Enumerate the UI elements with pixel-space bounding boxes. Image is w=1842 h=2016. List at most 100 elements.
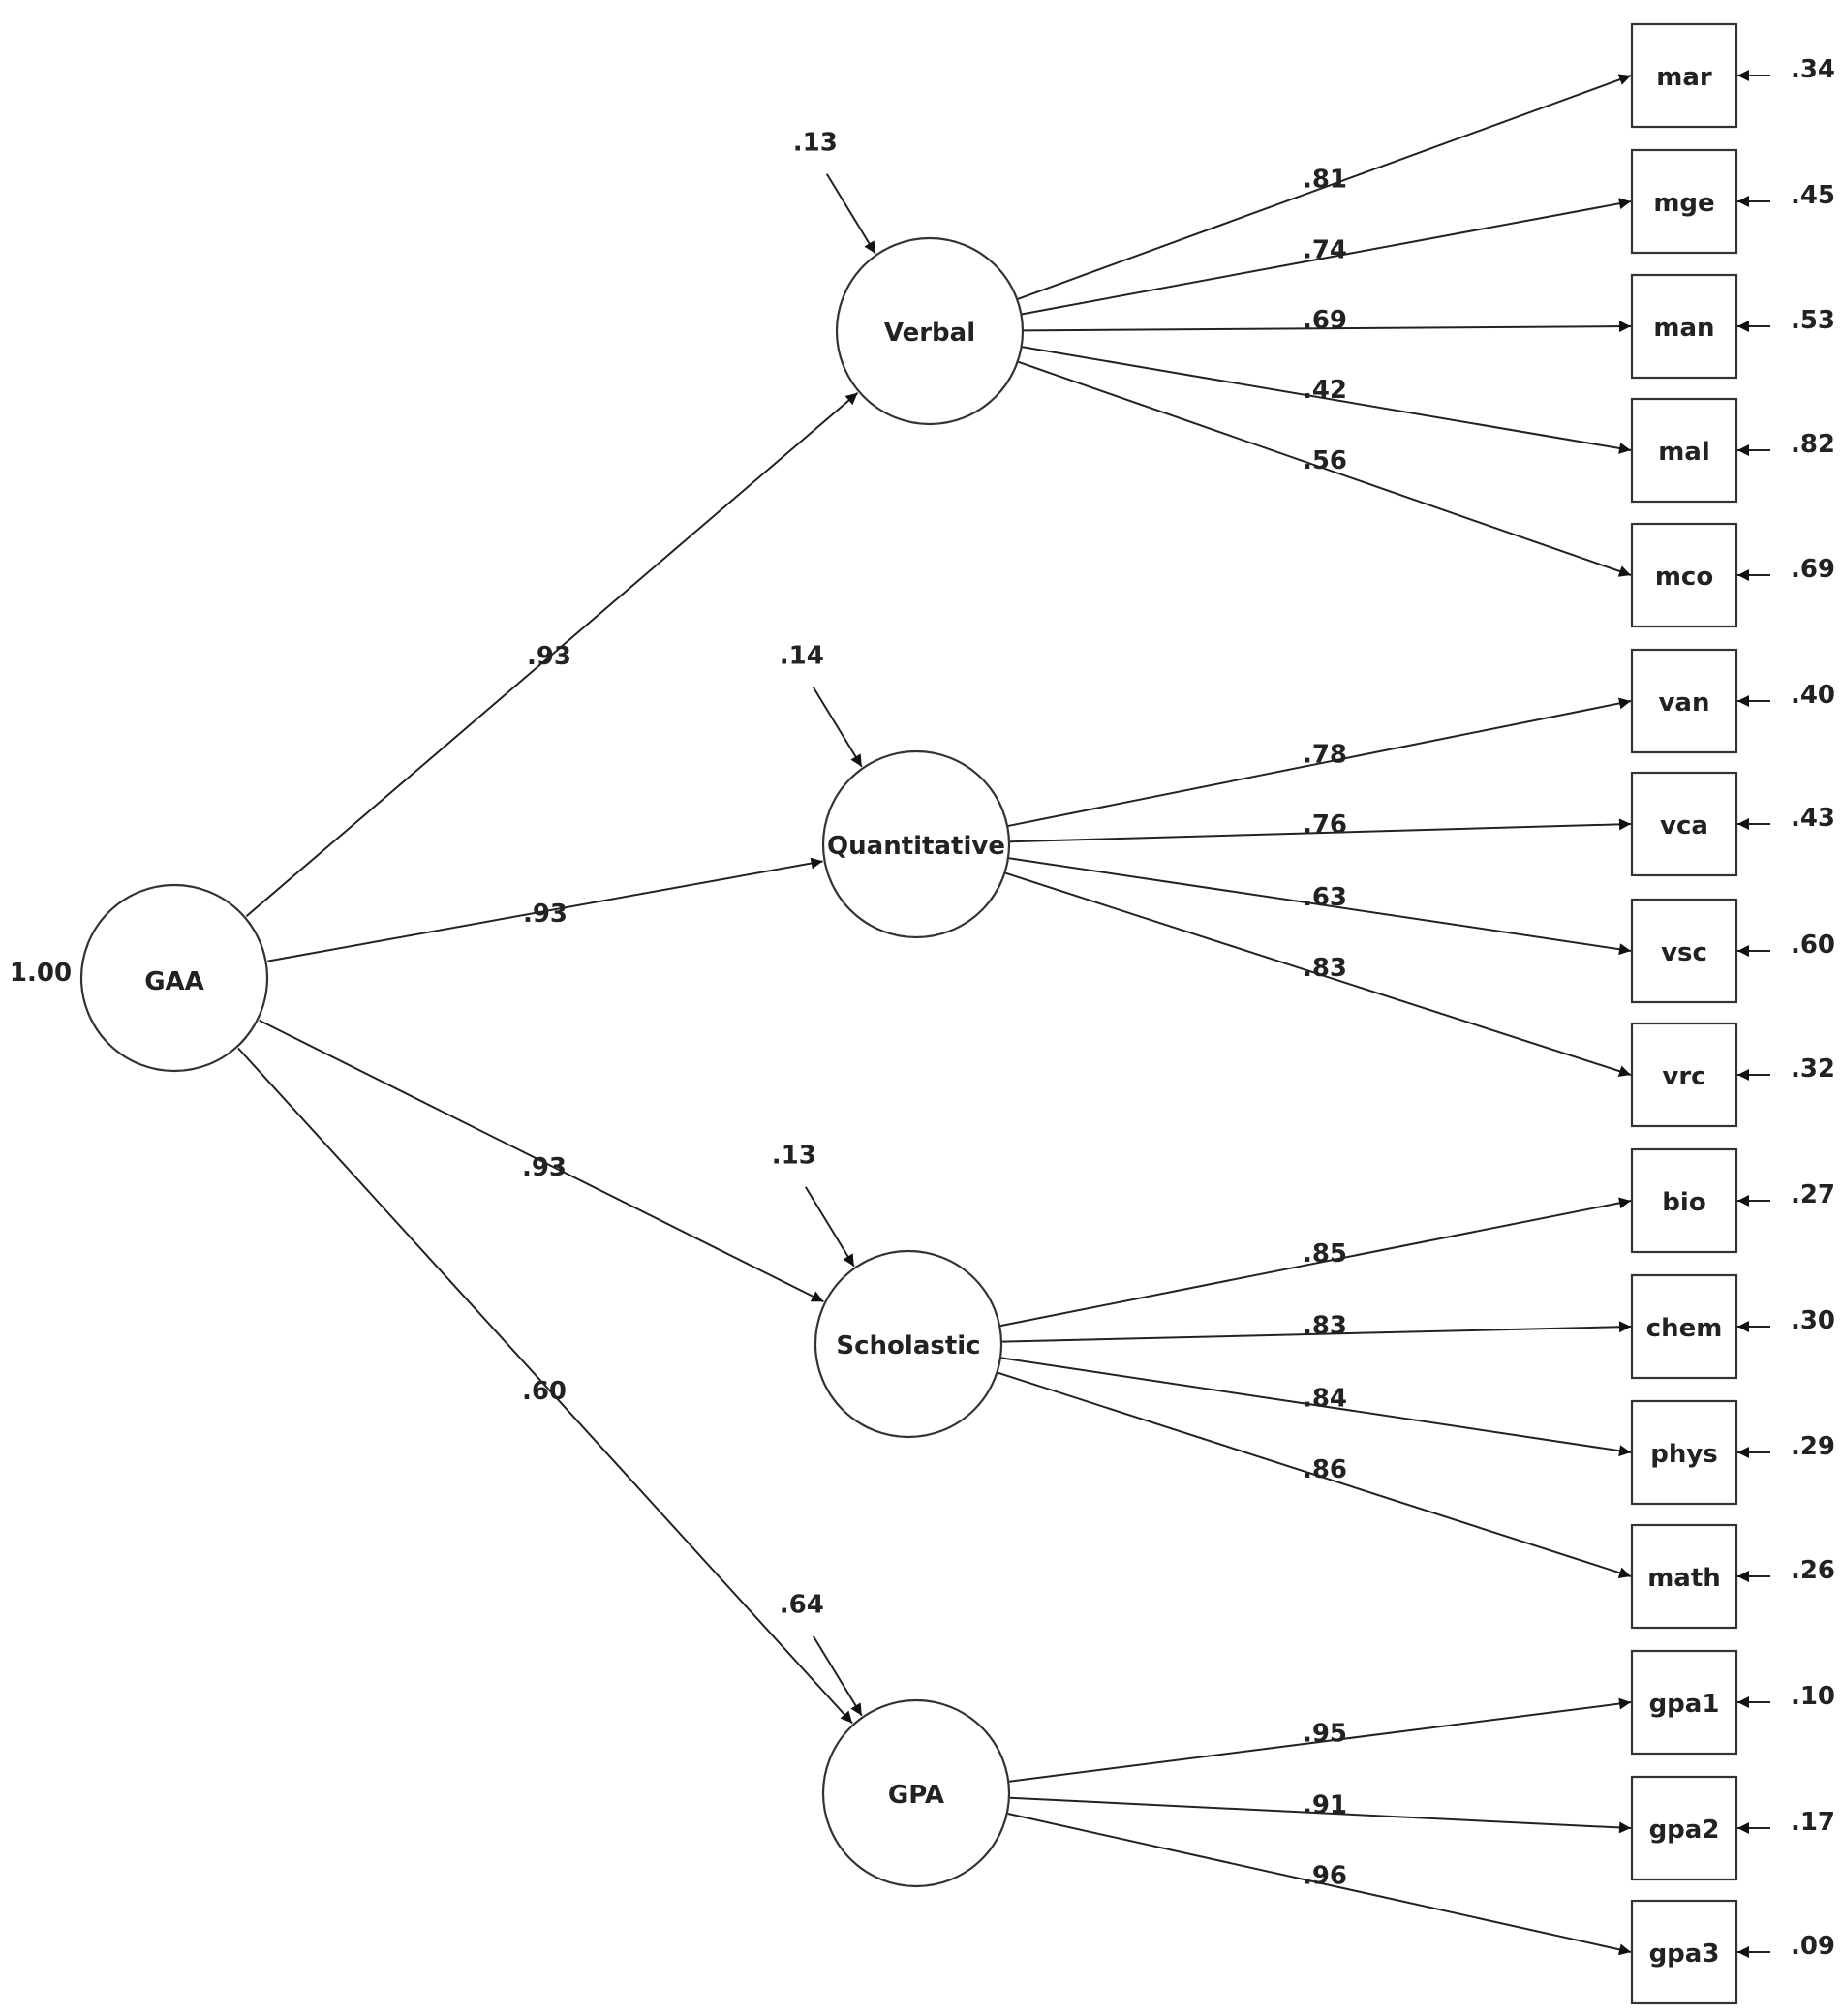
verbal-disturbance: .13 <box>793 129 838 158</box>
indicator-label-mge: mge <box>1653 189 1714 218</box>
indicator-box-mar <box>1630 22 1738 129</box>
indicator-box-phys <box>1630 1399 1738 1506</box>
edge-verbal-to-mar <box>1017 74 1632 300</box>
scholastic-disturbance: .13 <box>772 1142 816 1171</box>
gpa-label: GPA <box>888 1781 944 1810</box>
error-gpa3: .09 <box>1791 1932 1835 1961</box>
indicator-label-gpa2: gpa2 <box>1649 1816 1720 1845</box>
indicator-label-vsc: vsc <box>1661 938 1707 967</box>
indicator-label-gpa1: gpa1 <box>1649 1690 1720 1719</box>
indicator-box-gpa3 <box>1630 1899 1738 2005</box>
error-van: .40 <box>1791 681 1835 710</box>
indicator-box-man <box>1630 273 1738 380</box>
gpa-latent-node <box>821 1698 1011 1888</box>
error-gpa1: .10 <box>1791 1682 1835 1711</box>
indicator-label-bio: bio <box>1662 1188 1705 1217</box>
indicator-box-bio <box>1630 1147 1738 1254</box>
loading-gaa-quantitative: .93 <box>523 900 568 929</box>
indicator-box-vrc <box>1630 1022 1738 1128</box>
loading-man: .69 <box>1303 306 1347 335</box>
indicator-label-van: van <box>1658 688 1709 718</box>
edges-layer <box>237 70 1770 1958</box>
edge-quantitative-to-vca <box>1009 818 1632 843</box>
loading-van: .78 <box>1303 740 1347 769</box>
edge-gpa-to-gpa1 <box>1009 1697 1632 1783</box>
error-gpa2: .17 <box>1791 1808 1835 1837</box>
edge-gaa-to-verbal <box>245 391 859 918</box>
indicator-label-man: man <box>1653 314 1714 343</box>
quantitative-latent-node <box>821 749 1011 939</box>
scholastic-label: Scholastic <box>836 1331 980 1360</box>
indicator-label-mal: mal <box>1658 438 1710 467</box>
loading-bio: .85 <box>1303 1239 1347 1268</box>
indicator-box-van <box>1630 648 1738 754</box>
labels-layer: GAA1.00.93.93.93.60Verbal.13Quantitative… <box>10 55 1835 1969</box>
error-vrc: .32 <box>1791 1054 1835 1084</box>
scholastic-disturbance-arrow <box>804 1186 855 1268</box>
edge-gaa-to-gpa <box>237 1047 853 1725</box>
error-mal: .82 <box>1791 430 1835 459</box>
loading-math: .86 <box>1303 1455 1347 1484</box>
indicator-label-vca: vca <box>1660 811 1708 840</box>
error-math: .26 <box>1791 1556 1835 1585</box>
edge-verbal-to-man <box>1023 321 1632 333</box>
indicator-box-gpa1 <box>1630 1649 1738 1756</box>
indicator-box-gpa2 <box>1630 1775 1738 1881</box>
gpa-disturbance: .64 <box>780 1591 824 1620</box>
loading-gpa2: .91 <box>1303 1791 1347 1820</box>
indicator-box-mco <box>1630 522 1738 628</box>
indicator-box-mal <box>1630 397 1738 504</box>
edge-gpa-to-gpa2 <box>1009 1796 1632 1834</box>
loading-mge: .74 <box>1303 236 1347 265</box>
verbal-disturbance-arrow <box>825 173 876 255</box>
edge-quantitative-to-van <box>1007 697 1632 827</box>
indicator-box-vsc <box>1630 898 1738 1004</box>
loading-vrc: .83 <box>1303 954 1347 983</box>
edge-quantitative-to-vsc <box>1008 857 1632 956</box>
edge-verbal-to-mal <box>1022 346 1632 454</box>
edge-scholastic-to-phys <box>1000 1357 1632 1457</box>
error-phys: .29 <box>1791 1432 1835 1461</box>
verbal-latent-node <box>835 236 1025 426</box>
error-mco: .69 <box>1791 555 1835 584</box>
gaa-variance: 1.00 <box>10 959 72 988</box>
loading-mco: .56 <box>1303 446 1347 475</box>
quantitative-disturbance: .14 <box>780 642 824 671</box>
edge-verbal-to-mge <box>1022 198 1632 316</box>
error-bio: .27 <box>1791 1180 1835 1209</box>
loading-vsc: .63 <box>1303 883 1347 912</box>
loading-gpa3: .96 <box>1303 1862 1347 1891</box>
loading-mal: .42 <box>1303 376 1347 405</box>
loading-phys: .84 <box>1303 1384 1347 1413</box>
loading-gaa-gpa: .60 <box>522 1377 567 1406</box>
error-chem: .30 <box>1791 1306 1835 1335</box>
gpa-disturbance-arrow <box>812 1635 863 1717</box>
edge-scholastic-to-chem <box>1001 1321 1632 1343</box>
edge-scholastic-to-math <box>998 1371 1632 1579</box>
gaa-label: GAA <box>144 967 204 996</box>
edge-quantitative-to-vrc <box>1005 871 1632 1078</box>
indicator-label-chem: chem <box>1646 1314 1723 1343</box>
gaa-latent-node <box>79 883 269 1073</box>
loading-vca: .76 <box>1303 810 1347 840</box>
edge-scholastic-to-bio <box>999 1197 1632 1328</box>
indicator-box-vca <box>1630 771 1738 877</box>
verbal-label: Verbal <box>884 319 975 348</box>
error-mge: .45 <box>1791 181 1835 210</box>
loading-mar: .81 <box>1303 165 1347 194</box>
error-vsc: .60 <box>1791 931 1835 960</box>
edge-gpa-to-gpa3 <box>1007 1813 1632 1956</box>
nodes-layer <box>79 22 1738 2005</box>
indicator-label-mar: mar <box>1656 63 1712 92</box>
loading-gaa-verbal: .93 <box>527 642 571 671</box>
edge-gaa-to-quantitative <box>267 857 823 962</box>
indicator-label-mco: mco <box>1655 563 1713 592</box>
indicator-label-phys: phys <box>1650 1440 1718 1469</box>
error-man: .53 <box>1791 306 1835 335</box>
indicator-label-vrc: vrc <box>1662 1062 1705 1091</box>
loading-chem: .83 <box>1303 1312 1347 1341</box>
loading-gaa-scholastic: .93 <box>522 1153 567 1182</box>
edge-gaa-to-scholastic <box>259 1019 824 1303</box>
indicator-label-math: math <box>1647 1564 1721 1593</box>
